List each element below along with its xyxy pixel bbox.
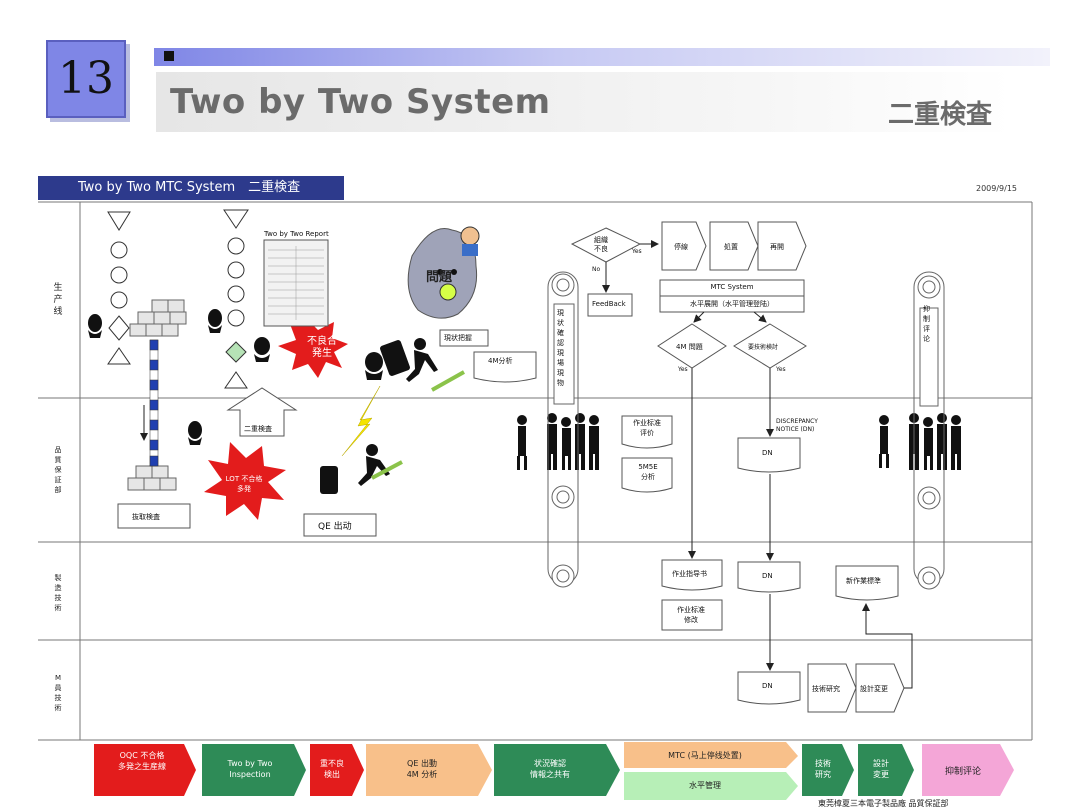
document-date: 2009/9/15 bbox=[976, 184, 1018, 193]
lane-label-m-tech: M 員 技 術 bbox=[55, 674, 62, 712]
process-step-1 bbox=[94, 744, 196, 796]
radio-icon bbox=[320, 340, 410, 494]
process-step-7 bbox=[624, 772, 798, 800]
problem-rock-icon bbox=[407, 226, 480, 319]
svg-text:技: 技 bbox=[55, 593, 62, 602]
line-symbols-2 bbox=[223, 209, 249, 389]
footer-note: 東莞樟夏三本電子製品廠 品質保証部 bbox=[818, 799, 949, 808]
title-bullet bbox=[164, 51, 174, 61]
line-symbols-1 bbox=[107, 211, 131, 365]
svg-text:技: 技 bbox=[55, 693, 62, 702]
runner-skid bbox=[431, 370, 465, 392]
svg-text:品: 品 bbox=[55, 446, 62, 454]
sampling-conveyor bbox=[149, 339, 159, 467]
slide-subtitle: 二重検査 bbox=[888, 100, 993, 130]
process-step-6 bbox=[624, 742, 798, 768]
svg-text:術: 術 bbox=[55, 603, 62, 612]
product-cubes-icon bbox=[127, 299, 187, 491]
process-step-10 bbox=[922, 744, 1014, 796]
conveyor-left bbox=[547, 271, 579, 588]
svg-text:线: 线 bbox=[53, 305, 62, 317]
svg-text:保: 保 bbox=[55, 465, 62, 474]
process-step-3 bbox=[310, 744, 364, 796]
svg-text:M: M bbox=[55, 674, 61, 682]
svg-text:証: 証 bbox=[55, 475, 62, 484]
process-step-2 bbox=[202, 744, 306, 796]
process-step-9 bbox=[858, 744, 914, 796]
slide-number: 13 bbox=[46, 40, 126, 118]
nijuu-kensa-arrow bbox=[226, 387, 298, 437]
defect-burst-icon bbox=[278, 318, 348, 378]
title-band bbox=[156, 72, 1012, 132]
process-step-4 bbox=[366, 744, 492, 796]
conveyor-right bbox=[913, 271, 945, 590]
report-thumbnail bbox=[263, 239, 329, 327]
process-flow-bar bbox=[94, 742, 1014, 800]
svg-text:生: 生 bbox=[53, 281, 62, 293]
document-header: Two by Two MTC System 二重検査 bbox=[38, 176, 344, 200]
lane-label-qa: 品 質 保 証 部 bbox=[55, 446, 62, 494]
lot-burst-icon bbox=[204, 442, 286, 520]
swimlane-frame bbox=[38, 201, 1033, 741]
lightning-icon bbox=[341, 385, 381, 457]
process-step-8 bbox=[802, 744, 854, 796]
runner-skid bbox=[371, 460, 403, 480]
svg-text:術: 術 bbox=[55, 703, 62, 712]
svg-text:造: 造 bbox=[55, 583, 62, 592]
lane-label-manufacturing-tech: 製 造 技 術 bbox=[55, 573, 62, 612]
process-step-5 bbox=[494, 744, 620, 796]
title-accent-bar bbox=[154, 48, 1050, 66]
svg-text:部: 部 bbox=[55, 485, 62, 494]
svg-text:製: 製 bbox=[55, 573, 62, 582]
slide-title: Two by Two System bbox=[170, 82, 551, 122]
svg-text:員: 員 bbox=[55, 684, 62, 692]
lane-label-production: 生 产 线 bbox=[53, 281, 62, 317]
svg-text:产: 产 bbox=[53, 293, 62, 305]
svg-text:質: 質 bbox=[55, 455, 62, 464]
